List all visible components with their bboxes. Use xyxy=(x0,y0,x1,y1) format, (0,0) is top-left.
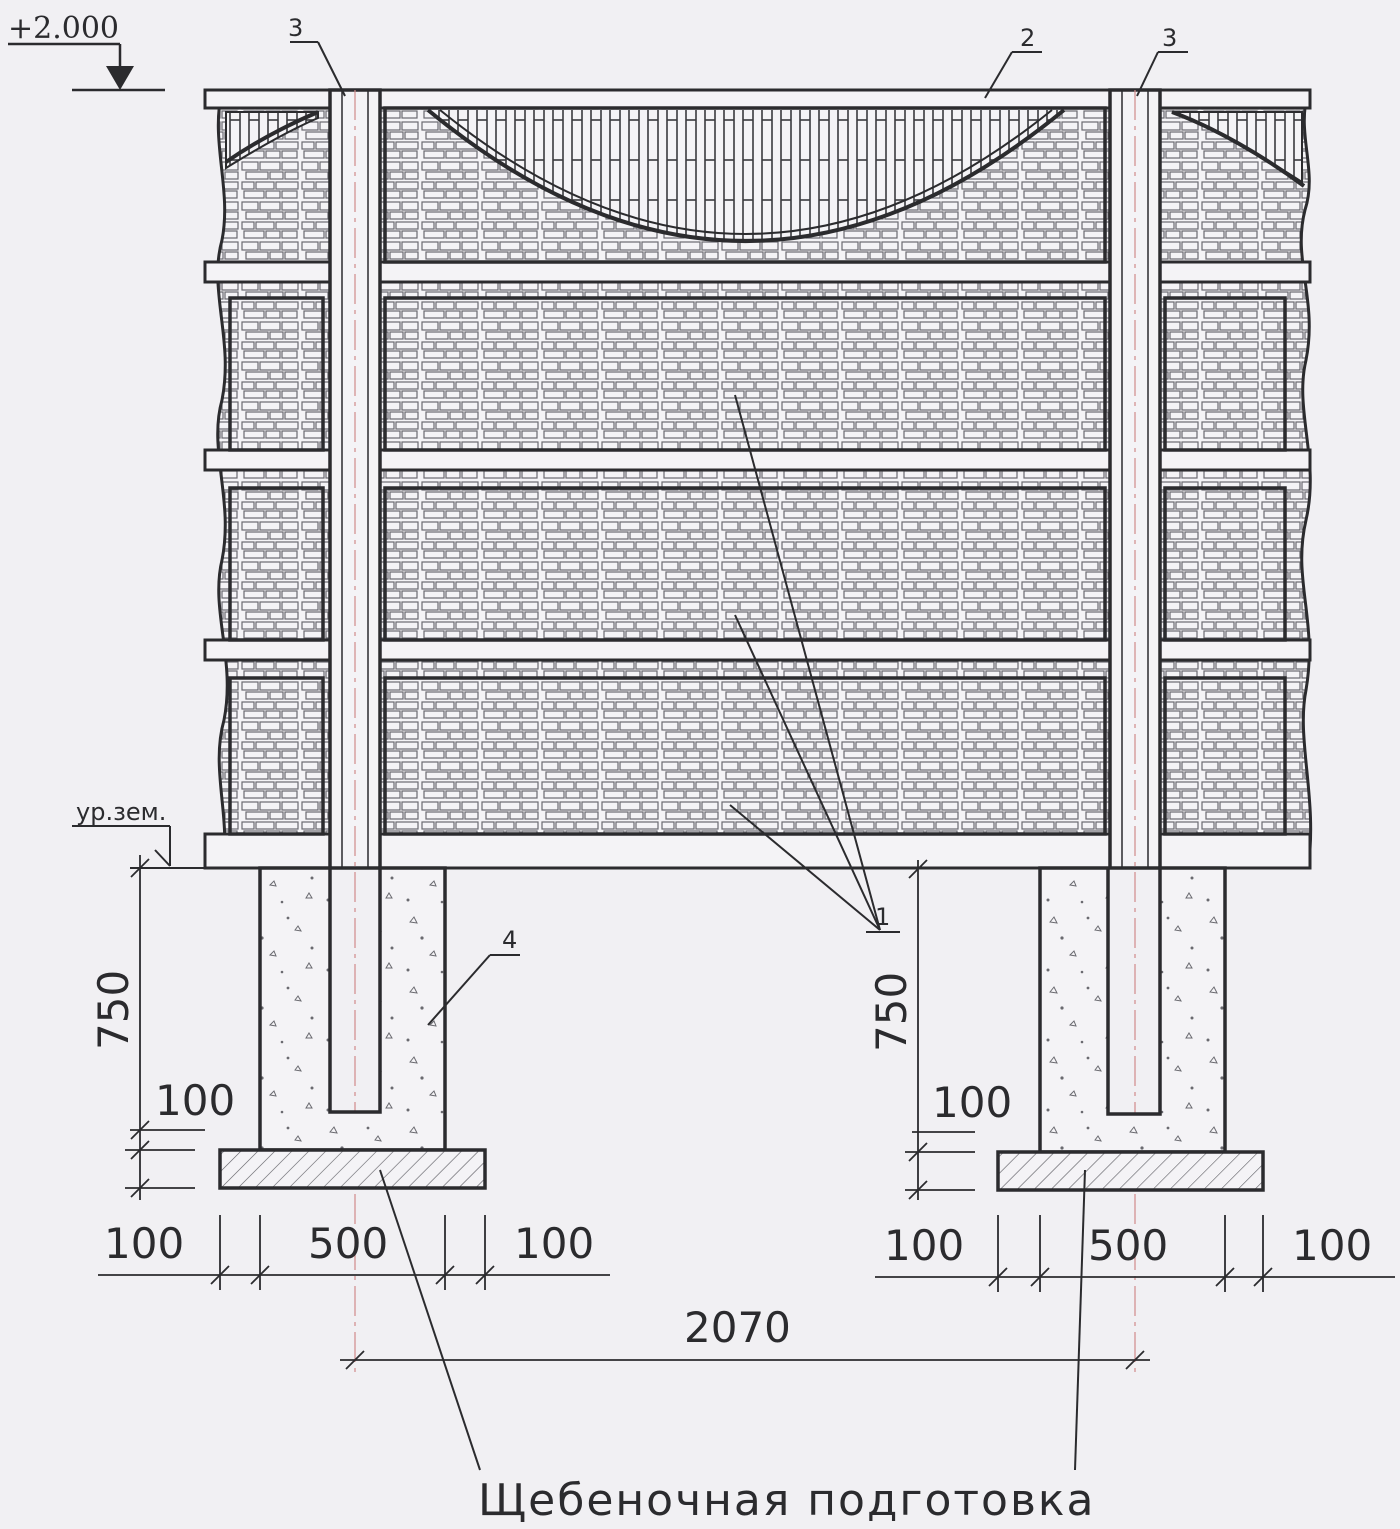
dim-right-width: 500 xyxy=(1088,1221,1168,1270)
callout-post-left: 3 xyxy=(288,14,303,42)
callout-footing: 4 xyxy=(502,926,517,954)
elevation-marker: +2.000 xyxy=(8,11,165,92)
left-panel-row-3 xyxy=(228,486,325,642)
ground-level-label: ур.зем. xyxy=(76,798,166,826)
left-corner-bars xyxy=(225,111,319,170)
dim-post-spacing: 2070 xyxy=(684,1303,791,1352)
gravel-pad-left xyxy=(218,1148,487,1190)
dim-right-depth: 750 xyxy=(867,972,916,1052)
elevation-label: +2.000 xyxy=(8,11,119,46)
ground-level-marker xyxy=(72,825,215,869)
dim-right-offset-a: 100 xyxy=(884,1221,964,1270)
left-corner-curve xyxy=(224,110,319,164)
dim-left-depth: 750 xyxy=(89,970,138,1050)
dim-left-pad-thickness: 100 xyxy=(155,1076,235,1125)
callouts xyxy=(290,41,1188,1471)
arch-curve-inner xyxy=(439,109,1053,235)
gravel-preparation-note: Щебеночная подготовка xyxy=(478,1475,1095,1526)
callout-panels: 1 xyxy=(875,903,890,931)
right-panel-row-3 xyxy=(1163,486,1287,642)
left-panel-row-2 xyxy=(228,296,325,452)
central-panel-row-3 xyxy=(383,486,1107,642)
dim-left-width: 500 xyxy=(308,1219,388,1268)
right-corner-curve xyxy=(1171,110,1306,188)
left-panel-row-4 xyxy=(228,676,325,836)
right-panel-row-2 xyxy=(1163,296,1287,452)
dim-left-offset-b: 100 xyxy=(514,1219,594,1268)
callout-top-panel: 2 xyxy=(1020,24,1035,52)
arch-curve xyxy=(426,108,1066,243)
gravel-pad-right xyxy=(996,1150,1265,1192)
central-panel-row-4 xyxy=(383,676,1107,836)
footing-left xyxy=(258,866,447,1152)
right-panel-row-4 xyxy=(1163,676,1287,836)
dim-right-offset-b: 100 xyxy=(1292,1221,1372,1270)
dim-left-offset-a: 100 xyxy=(104,1219,184,1268)
central-panel-row-2 xyxy=(383,296,1107,452)
dimension-lines xyxy=(98,855,1395,1370)
footings xyxy=(218,866,1265,1192)
footing-right xyxy=(1038,866,1227,1154)
elevation-triangle-icon xyxy=(106,66,134,90)
callout-post-right: 3 xyxy=(1162,24,1177,52)
dim-right-pad-thickness: 100 xyxy=(932,1078,1012,1127)
